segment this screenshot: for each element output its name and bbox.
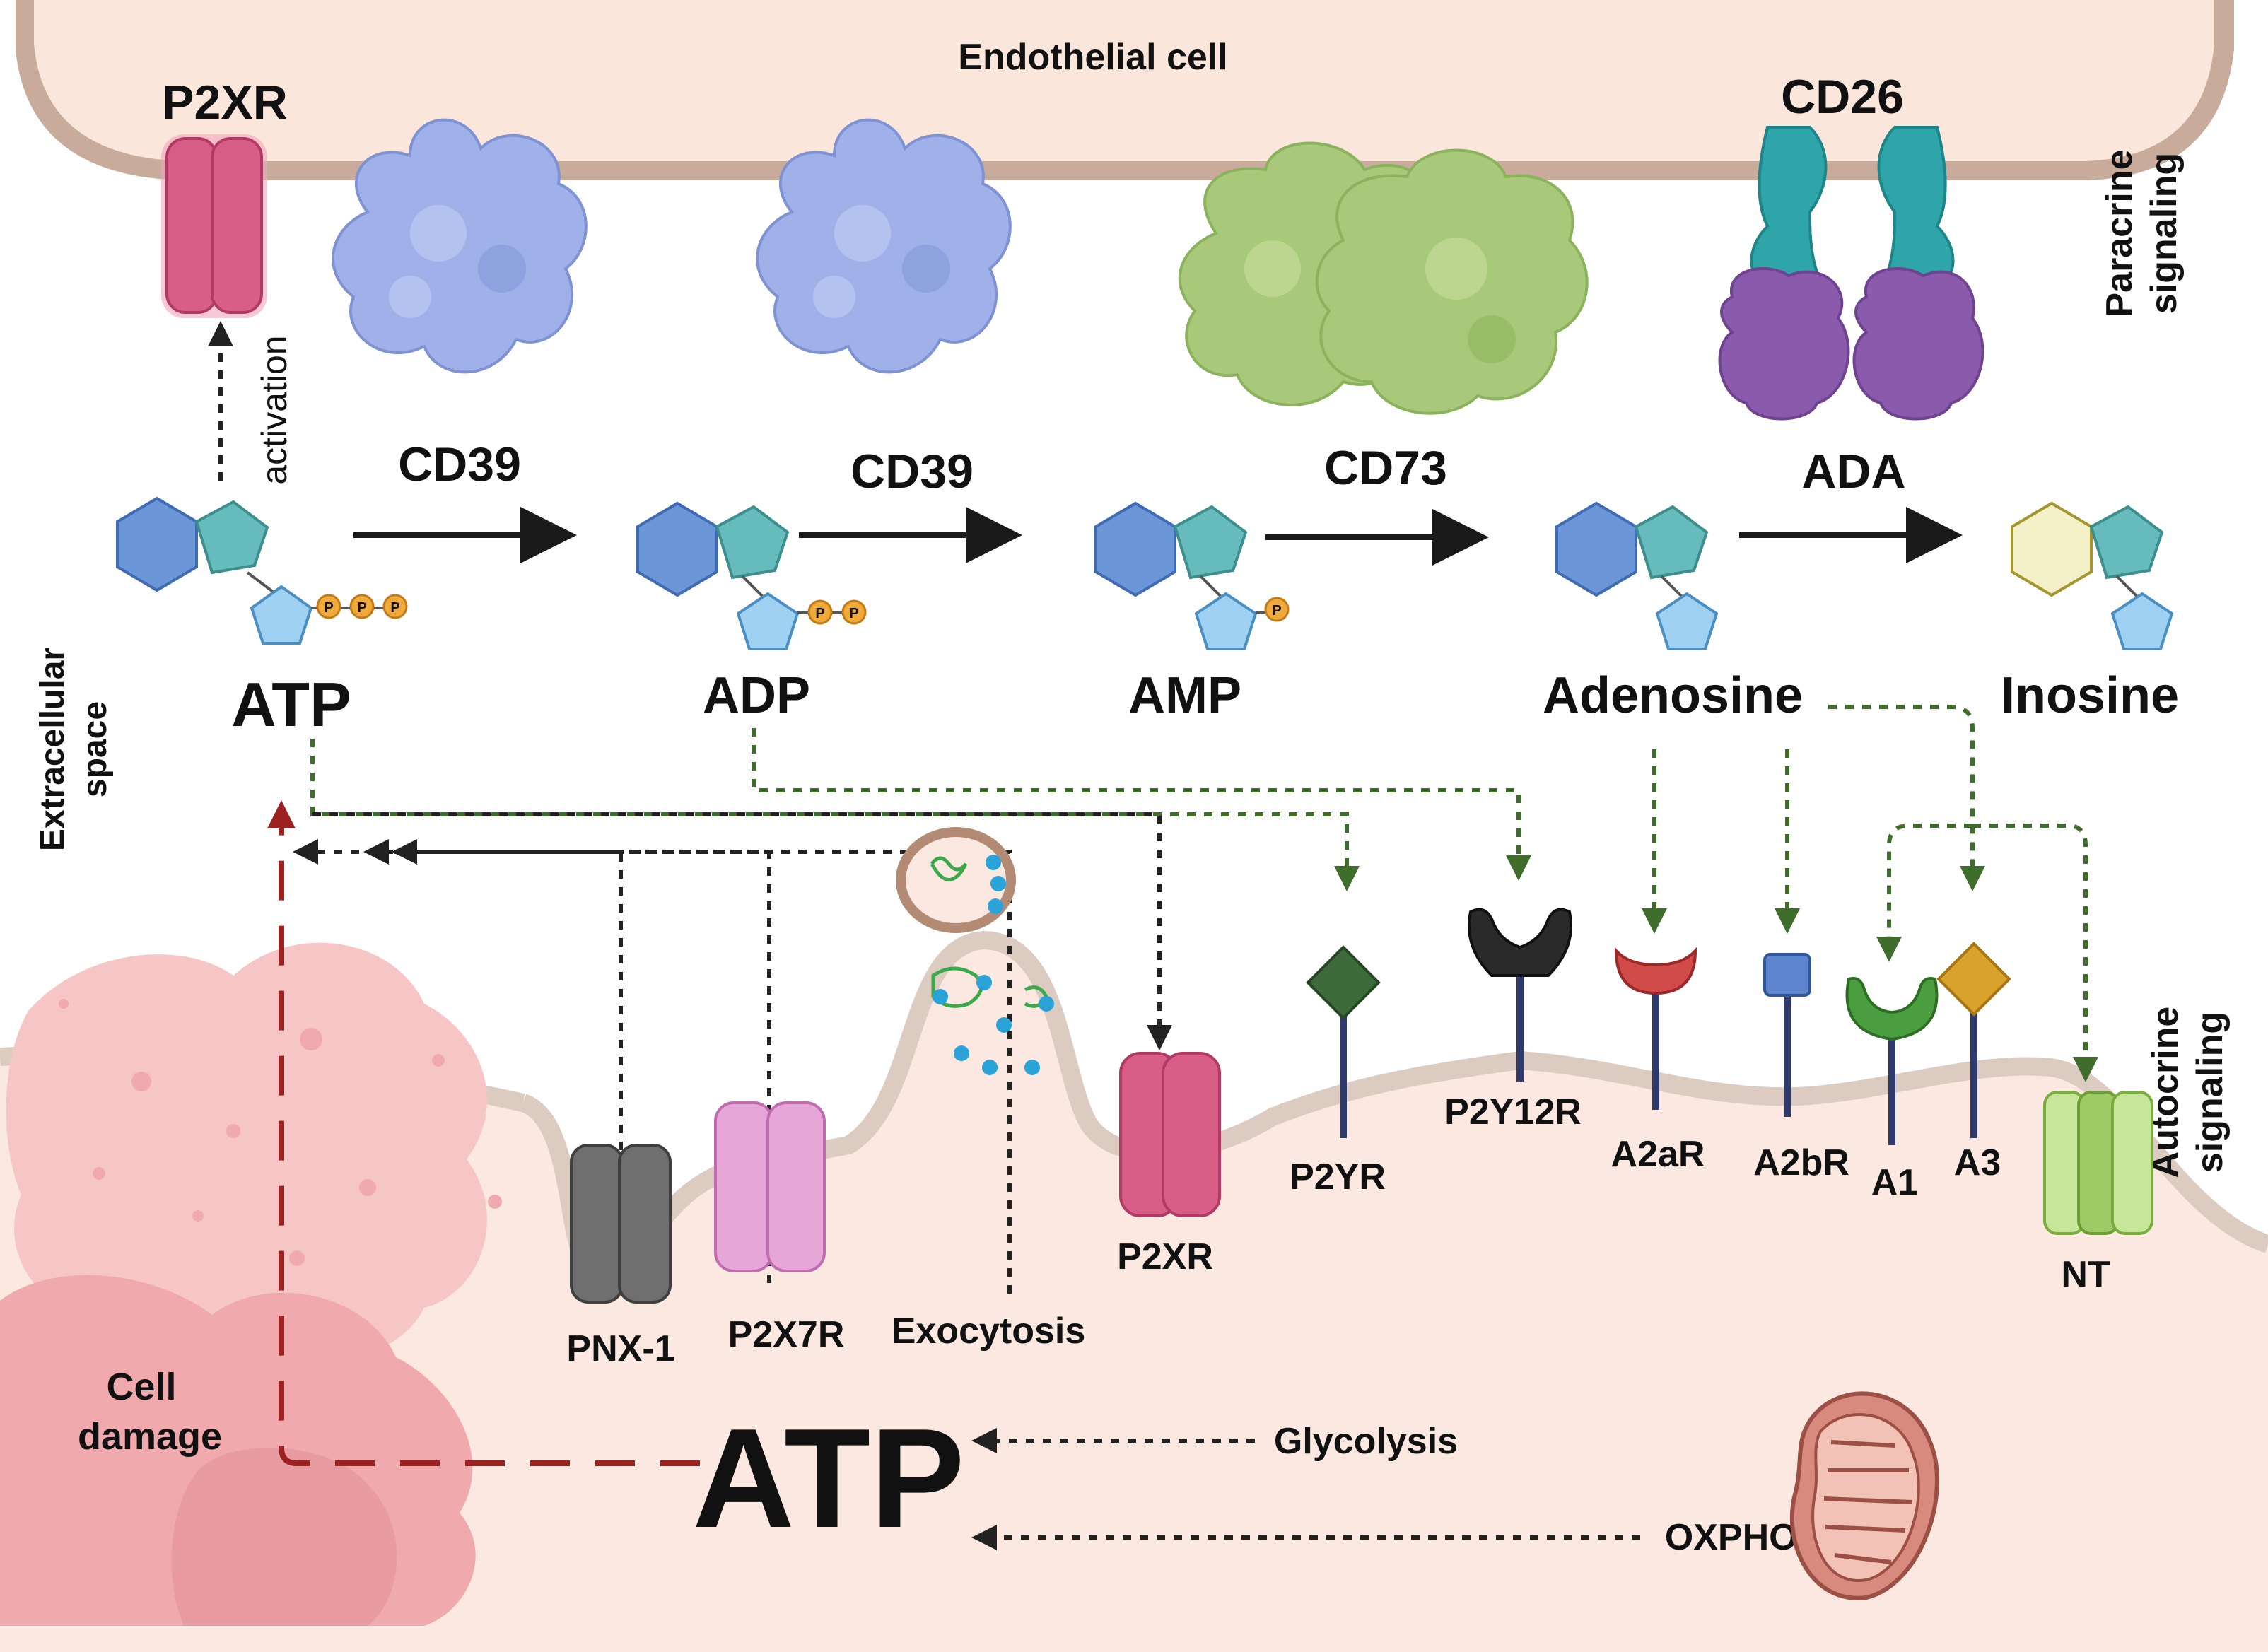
- cell-damage-release-arrow: [267, 800, 700, 1466]
- amp-phosphate: P: [1272, 603, 1281, 619]
- paracrine-signaling-label-line1: Paracrine: [2099, 149, 2140, 317]
- p2xr-membrane-label: P2XR: [1117, 1236, 1213, 1277]
- atp-label: ATP: [231, 669, 351, 739]
- a1-label: A1: [1871, 1162, 1918, 1203]
- p2xr-endothelial-channel: [161, 134, 267, 318]
- a2ar-label: A2aR: [1611, 1134, 1705, 1175]
- a1-receptor: [1845, 977, 1939, 1145]
- cd73-label: CD73: [1324, 441, 1447, 495]
- adenosine-molecule: [1555, 501, 1719, 650]
- p2x7r-channel: [714, 1101, 826, 1272]
- cd26-label: CD26: [1781, 70, 1904, 124]
- inosine-molecule: [2011, 501, 2174, 650]
- endothelial-cell: [16, 0, 2234, 180]
- adp-to-p2y12r-arrow: [752, 728, 1531, 881]
- p2x7r-label: P2X7R: [728, 1314, 845, 1355]
- cell-damage-label-line2: damage: [78, 1415, 222, 1458]
- adenosine-to-a1-arrow: [1876, 824, 1972, 962]
- adenosine-to-nt-arrow: [1972, 824, 2098, 1082]
- adp-phosphate-1: P: [815, 606, 824, 621]
- adp-molecule: [636, 501, 867, 650]
- adenosine-to-a3-arrow: [1828, 705, 1985, 891]
- a3-label: A3: [1954, 1142, 2001, 1183]
- a2br-label: A2bR: [1753, 1142, 1849, 1183]
- atp-to-p2yr-arrow: [310, 739, 1360, 891]
- cd39-label-2: CD39: [850, 445, 974, 498]
- atp-to-p2xr-arrow: [312, 812, 1172, 1050]
- p2yr-label: P2YR: [1290, 1156, 1386, 1197]
- pnx1-channel: [570, 1144, 672, 1304]
- adp-label: ADP: [703, 667, 810, 724]
- damaged-cell: [0, 942, 502, 1626]
- glycolysis-label: Glycolysis: [1274, 1421, 1458, 1462]
- atp-phosphate-1: P: [324, 600, 333, 616]
- nt-transporter: [2043, 1091, 2153, 1235]
- intracellular-atp-label: ATP: [692, 1400, 964, 1557]
- p2y12r-label: P2Y12R: [1444, 1091, 1582, 1132]
- a2br-receptor: [1763, 953, 1811, 1117]
- inosine-label: Inosine: [2001, 667, 2179, 724]
- p2xr-endothelial-label: P2XR: [162, 76, 288, 129]
- secretory-vesicle: [896, 827, 1016, 933]
- adp-phosphate-2: P: [849, 606, 858, 621]
- p2y12r-receptor: [1468, 908, 1572, 1082]
- amp-label: AMP: [1128, 667, 1241, 724]
- exocytosis-label: Exocytosis: [892, 1311, 1086, 1352]
- paracrine-signaling-label-line2: signaling: [2144, 153, 2185, 314]
- atp-phosphate-3: P: [390, 600, 399, 616]
- ada-label: ADA: [1801, 445, 1905, 498]
- fusing-vesicle: [931, 966, 1054, 1075]
- cd26-ada-complex: [1718, 126, 1984, 421]
- adenosine-label: Adenosine: [1543, 667, 1803, 724]
- exocytosis-release-arrow: [392, 839, 1012, 1294]
- cd39-protein-2: [756, 118, 1012, 374]
- a2ar-receptor: [1614, 947, 1697, 1110]
- atp-phosphate-2: P: [357, 600, 366, 616]
- cell-damage-label-line1: Cell: [106, 1366, 176, 1408]
- amp-molecule: [1094, 501, 1290, 650]
- pnx1-label: PNX-1: [566, 1328, 674, 1369]
- autocrine-signaling-label-line2: signaling: [2190, 1012, 2231, 1173]
- nt-label: NT: [2061, 1254, 2110, 1295]
- a3-receptor: [1936, 942, 2011, 1138]
- cd39-protein-1: [332, 118, 588, 374]
- cd39-label-1: CD39: [398, 438, 521, 491]
- cd73-protein: [1178, 141, 1589, 415]
- endothelial-cell-label: Endothelial cell: [958, 37, 1227, 78]
- extracellular-space-label-line2: space: [76, 701, 114, 797]
- extracellular-space-label-line1: Extracellular: [34, 648, 71, 851]
- p2yr-receptor: [1306, 945, 1381, 1138]
- activation-label: activation: [255, 335, 294, 484]
- atp-molecule: [116, 496, 408, 645]
- p2xr-membrane-channel: [1119, 1052, 1221, 1217]
- mitochondrion-icon: [1789, 1391, 1939, 1600]
